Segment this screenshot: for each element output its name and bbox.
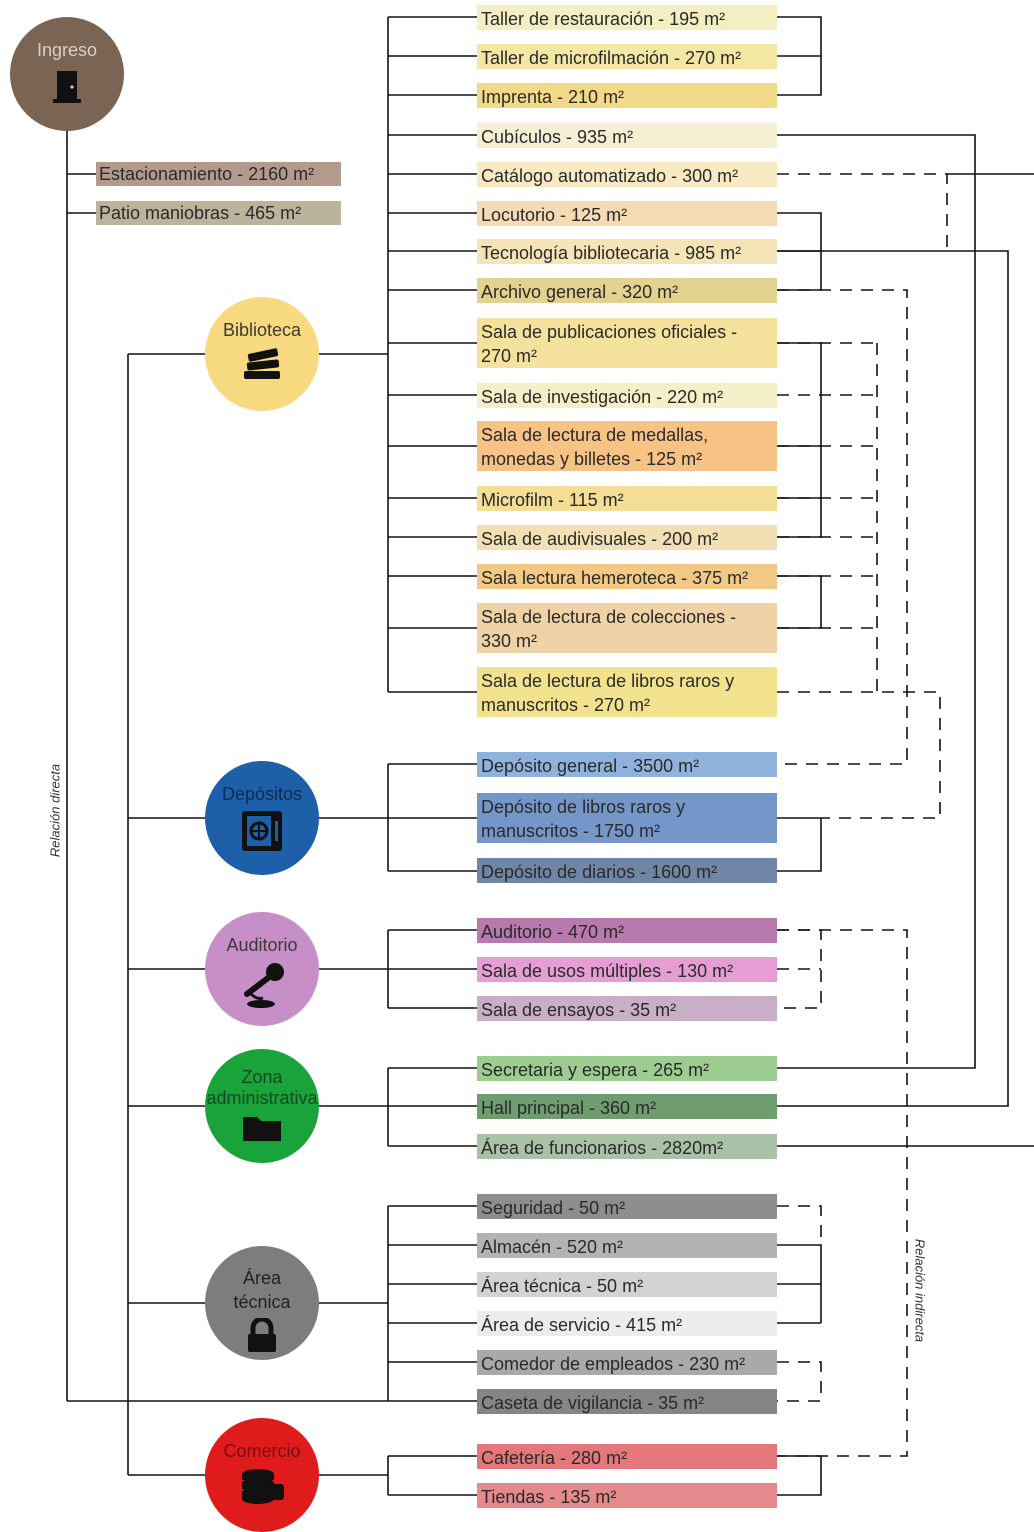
- space-caseta[interactable]: Caseta de vigilancia - 35 m²: [477, 1389, 777, 1414]
- group-label: Comercio: [223, 1441, 301, 1461]
- space-taller-restauracion[interactable]: Taller de restauración - 195 m²: [477, 5, 777, 30]
- space-almacen[interactable]: Almacén - 520 m²: [477, 1233, 777, 1258]
- space-hall-principal[interactable]: Hall principal - 360 m²: [477, 1094, 777, 1119]
- space-colecciones[interactable]: Sala de lectura de colecciones - 330 m²: [477, 603, 777, 653]
- lock-icon: [248, 1318, 276, 1352]
- space-comedor[interactable]: Comedor de empleados - 230 m²: [477, 1350, 777, 1375]
- coins-icon: [242, 1469, 284, 1504]
- space-deposito-libros-raros[interactable]: Depósito de libros raros y manuscritos -…: [477, 793, 777, 843]
- space-libros-raros[interactable]: Sala de lectura de libros raros y manusc…: [477, 667, 777, 717]
- space-imprenta[interactable]: Imprenta - 210 m²: [477, 83, 777, 108]
- space-patio-maniobras[interactable]: Patio maniobras - 465 m²: [96, 201, 341, 225]
- microphone-icon: [244, 963, 284, 1008]
- direct-relation-label: Relación directa: [47, 763, 63, 858]
- space-funcionarios[interactable]: Área de funcionarios - 2820m²: [477, 1134, 777, 1159]
- space-tecnologia[interactable]: Tecnología bibliotecaria - 985 m²: [477, 239, 777, 264]
- space-estacionamiento[interactable]: Estacionamiento - 2160 m²: [96, 162, 341, 186]
- space-ensayos[interactable]: Sala de ensayos - 35 m²: [477, 996, 777, 1021]
- group-depositos[interactable]: Depósitos: [205, 761, 319, 875]
- space-hemeroteca[interactable]: Sala lectura hemeroteca - 375 m²: [477, 564, 777, 589]
- group-comercio[interactable]: Comercio: [205, 1418, 319, 1532]
- space-taller-microfilmacion[interactable]: Taller de microfilmación - 270 m²: [477, 44, 777, 69]
- space-deposito-general[interactable]: Depósito general - 3500 m²: [477, 752, 777, 777]
- space-microfilm[interactable]: Microfilm - 115 m²: [477, 486, 777, 511]
- group-label: Ingreso: [36, 40, 98, 60]
- group-label: Biblioteca: [222, 320, 302, 340]
- group-label: Zona administrativa: [206, 1067, 318, 1108]
- books-icon: [244, 348, 280, 379]
- group-auditorio[interactable]: Auditorio: [205, 912, 319, 1026]
- folder-icon: [243, 1117, 281, 1141]
- indirect-relation-label: Relación indirecta: [912, 1238, 928, 1343]
- space-audiovisuales[interactable]: Sala de audivisuales - 200 m²: [477, 525, 777, 550]
- space-medallas[interactable]: Sala de lectura de medallas, monedas y b…: [477, 421, 777, 471]
- group-ingreso[interactable]: Ingreso: [10, 17, 124, 131]
- safe-icon: [242, 811, 282, 851]
- space-catalogo[interactable]: Catálogo automatizado - 300 m²: [477, 162, 777, 187]
- group-area-tecnica[interactable]: Área técnica: [205, 1246, 319, 1360]
- space-seguridad[interactable]: Seguridad - 50 m²: [477, 1194, 777, 1219]
- door-icon: [53, 71, 81, 103]
- space-archivo-general[interactable]: Archivo general - 320 m²: [477, 278, 777, 303]
- space-locutorio[interactable]: Locutorio - 125 m²: [477, 201, 777, 226]
- space-usos-multiples[interactable]: Sala de usos múltiples - 130 m²: [477, 957, 777, 982]
- space-investigacion[interactable]: Sala de investigación - 220 m²: [477, 383, 777, 408]
- space-area-tecnica[interactable]: Área técnica - 50 m²: [477, 1272, 777, 1297]
- group-biblioteca[interactable]: Biblioteca: [205, 297, 319, 411]
- group-label: Auditorio: [226, 935, 298, 955]
- space-tiendas[interactable]: Tiendas - 135 m²: [477, 1483, 777, 1508]
- space-cubiculos[interactable]: Cubículos - 935 m²: [477, 123, 777, 148]
- space-auditorio[interactable]: Auditorio - 470 m²: [477, 918, 777, 943]
- space-cafeteria[interactable]: Cafetería - 280 m²: [477, 1444, 777, 1469]
- group-label: Área técnica: [233, 1268, 291, 1312]
- space-publicaciones[interactable]: Sala de publicaciones oficiales - 270 m²: [477, 318, 777, 368]
- space-area-servicio[interactable]: Área de servicio - 415 m²: [477, 1311, 777, 1336]
- space-secretaria[interactable]: Secretaria y espera - 265 m²: [477, 1056, 777, 1081]
- group-label: Depósitos: [221, 784, 303, 804]
- space-deposito-diarios[interactable]: Depósito de diarios - 1600 m²: [477, 858, 777, 883]
- group-zona-administrativa[interactable]: Zona administrativa: [205, 1049, 319, 1163]
